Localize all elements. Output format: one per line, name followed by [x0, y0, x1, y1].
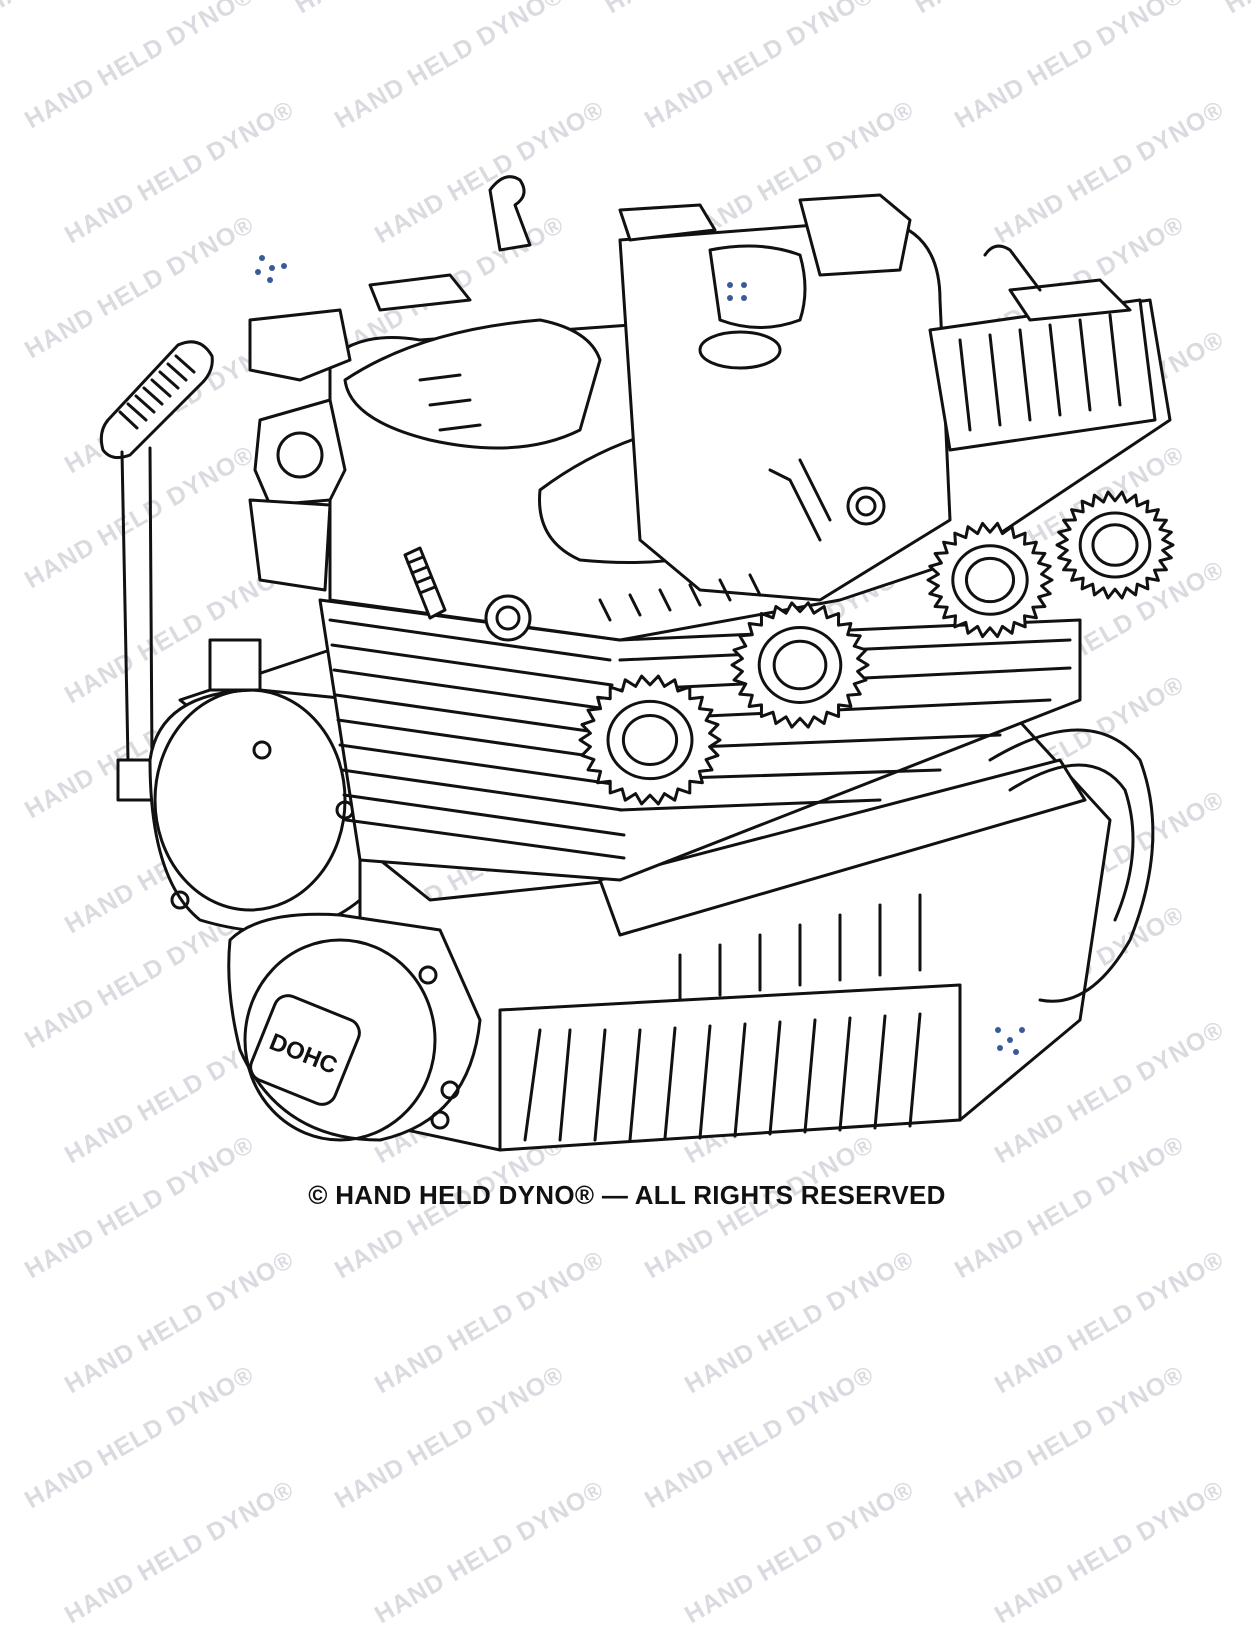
- accent-dot: [255, 269, 261, 275]
- accent-dot: [267, 277, 273, 283]
- cam-gear-hub: [951, 544, 1029, 616]
- watermark-text: HAND HELD DYNO®: [640, 1360, 880, 1515]
- copyright-notice: © HAND HELD DYNO® — ALL RIGHTS RESERVED: [308, 1180, 946, 1210]
- cam-gear: [1055, 490, 1175, 600]
- cam-gear-hub: [1078, 511, 1152, 579]
- cam-gears: [578, 490, 1175, 806]
- cam-gear-hub: [606, 699, 694, 781]
- accent-dot: [997, 1045, 1003, 1051]
- cam-gear: [730, 601, 870, 729]
- accent-dot: [741, 282, 747, 288]
- accent-dot: [727, 295, 733, 301]
- spark-plug: [403, 546, 447, 620]
- watermark-text: HAND HELD DYNO®: [60, 1475, 300, 1630]
- accent-dot: [1013, 1049, 1019, 1055]
- cam-gear: [926, 521, 1054, 639]
- watermark-text: HAND HELD DYNO®: [20, 1360, 260, 1515]
- cam-caps: [368, 175, 1132, 322]
- cam-gear-hub: [772, 639, 828, 691]
- accent-dot: [259, 255, 265, 261]
- accent-dot: [281, 263, 287, 269]
- cam-gear-hub: [964, 556, 1016, 604]
- watermark-text: HAND HELD DYNO®: [950, 1360, 1190, 1515]
- accent-dot: [741, 295, 747, 301]
- watermark-text: HAND HELD DYNO®: [680, 1245, 920, 1400]
- watermark-text: HAND HELD DYNO®: [680, 1475, 920, 1630]
- watermark-text: HAND HELD DYNO®: [370, 1245, 610, 1400]
- accent-dot: [995, 1027, 1001, 1033]
- cam-gear-hub: [1091, 523, 1139, 567]
- accent-dots: [255, 255, 1025, 1055]
- accent-dot: [269, 265, 275, 271]
- watermark-text: HAND HELD DYNO®: [60, 1245, 300, 1400]
- watermark-text: HAND HELD DYNO®: [330, 1360, 570, 1515]
- carburetor: [208, 308, 352, 692]
- accent-dot: [1019, 1027, 1025, 1033]
- watermark-text: HAND HELD DYNO®: [370, 1475, 610, 1630]
- watermark-text: HAND HELD DYNO®: [990, 1475, 1230, 1630]
- cam-gear: [578, 674, 722, 806]
- engine-illustration: DOHC: [99, 175, 1175, 1152]
- cam-gear-hub: [757, 625, 843, 705]
- accent-dot: [727, 282, 733, 288]
- cam-gear-hub: [621, 714, 679, 766]
- watermark-text: HAND HELD DYNO®: [990, 1245, 1230, 1400]
- accent-dot: [1007, 1037, 1013, 1043]
- left-engine-cover: [148, 688, 482, 1142]
